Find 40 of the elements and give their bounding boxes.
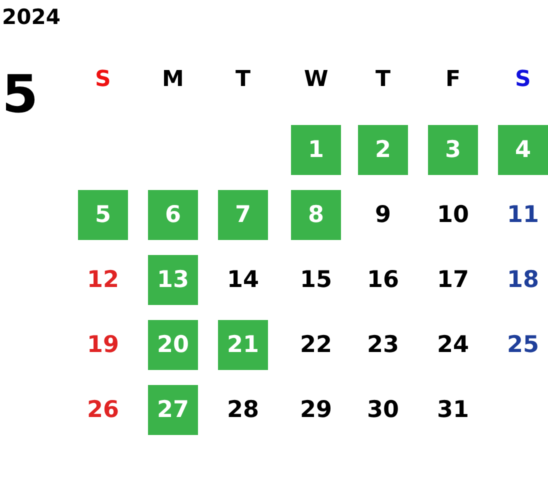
highlighted-date: 27 [148, 385, 198, 435]
highlighted-date: 7 [218, 190, 268, 240]
highlighted-date: 4 [498, 125, 548, 175]
date-number: 16 [367, 268, 400, 292]
date-number: 11 [507, 204, 540, 226]
date-number: 24 [437, 334, 470, 356]
date-number: 23 [367, 334, 400, 356]
weekday-label: F [446, 69, 461, 91]
highlighted-date: 8 [291, 190, 341, 240]
weekday-label: T [376, 69, 391, 91]
highlighted-date: 13 [148, 255, 198, 305]
month-number: 5 [2, 69, 38, 121]
highlighted-date: 2 [358, 125, 408, 175]
date-number: 22 [300, 334, 332, 356]
date-number: 19 [87, 334, 120, 356]
date-number: 18 [507, 268, 540, 292]
highlighted-date: 20 [148, 320, 198, 370]
weekday-label: T [236, 69, 251, 91]
highlighted-date: 6 [148, 190, 198, 240]
highlighted-date: 5 [78, 190, 128, 240]
date-number: 29 [300, 398, 332, 422]
date-number: 28 [227, 398, 260, 422]
date-number: 31 [437, 398, 470, 422]
weekday-label: S [515, 69, 531, 91]
date-number: 26 [87, 398, 120, 422]
date-number: 30 [367, 398, 400, 422]
date-number: 17 [437, 268, 470, 292]
date-number: 9 [375, 204, 392, 226]
year-heading: 2024 [2, 6, 60, 28]
highlighted-date: 21 [218, 320, 268, 370]
date-number: 15 [300, 268, 332, 292]
date-number: 14 [227, 268, 260, 292]
weekday-label: M [162, 69, 184, 91]
highlighted-date: 1 [291, 125, 341, 175]
weekday-label: W [304, 69, 328, 91]
date-number: 10 [437, 204, 470, 226]
date-number: 12 [87, 268, 120, 292]
date-number: 25 [507, 334, 540, 356]
weekday-label: S [95, 69, 111, 91]
highlighted-date: 3 [428, 125, 478, 175]
